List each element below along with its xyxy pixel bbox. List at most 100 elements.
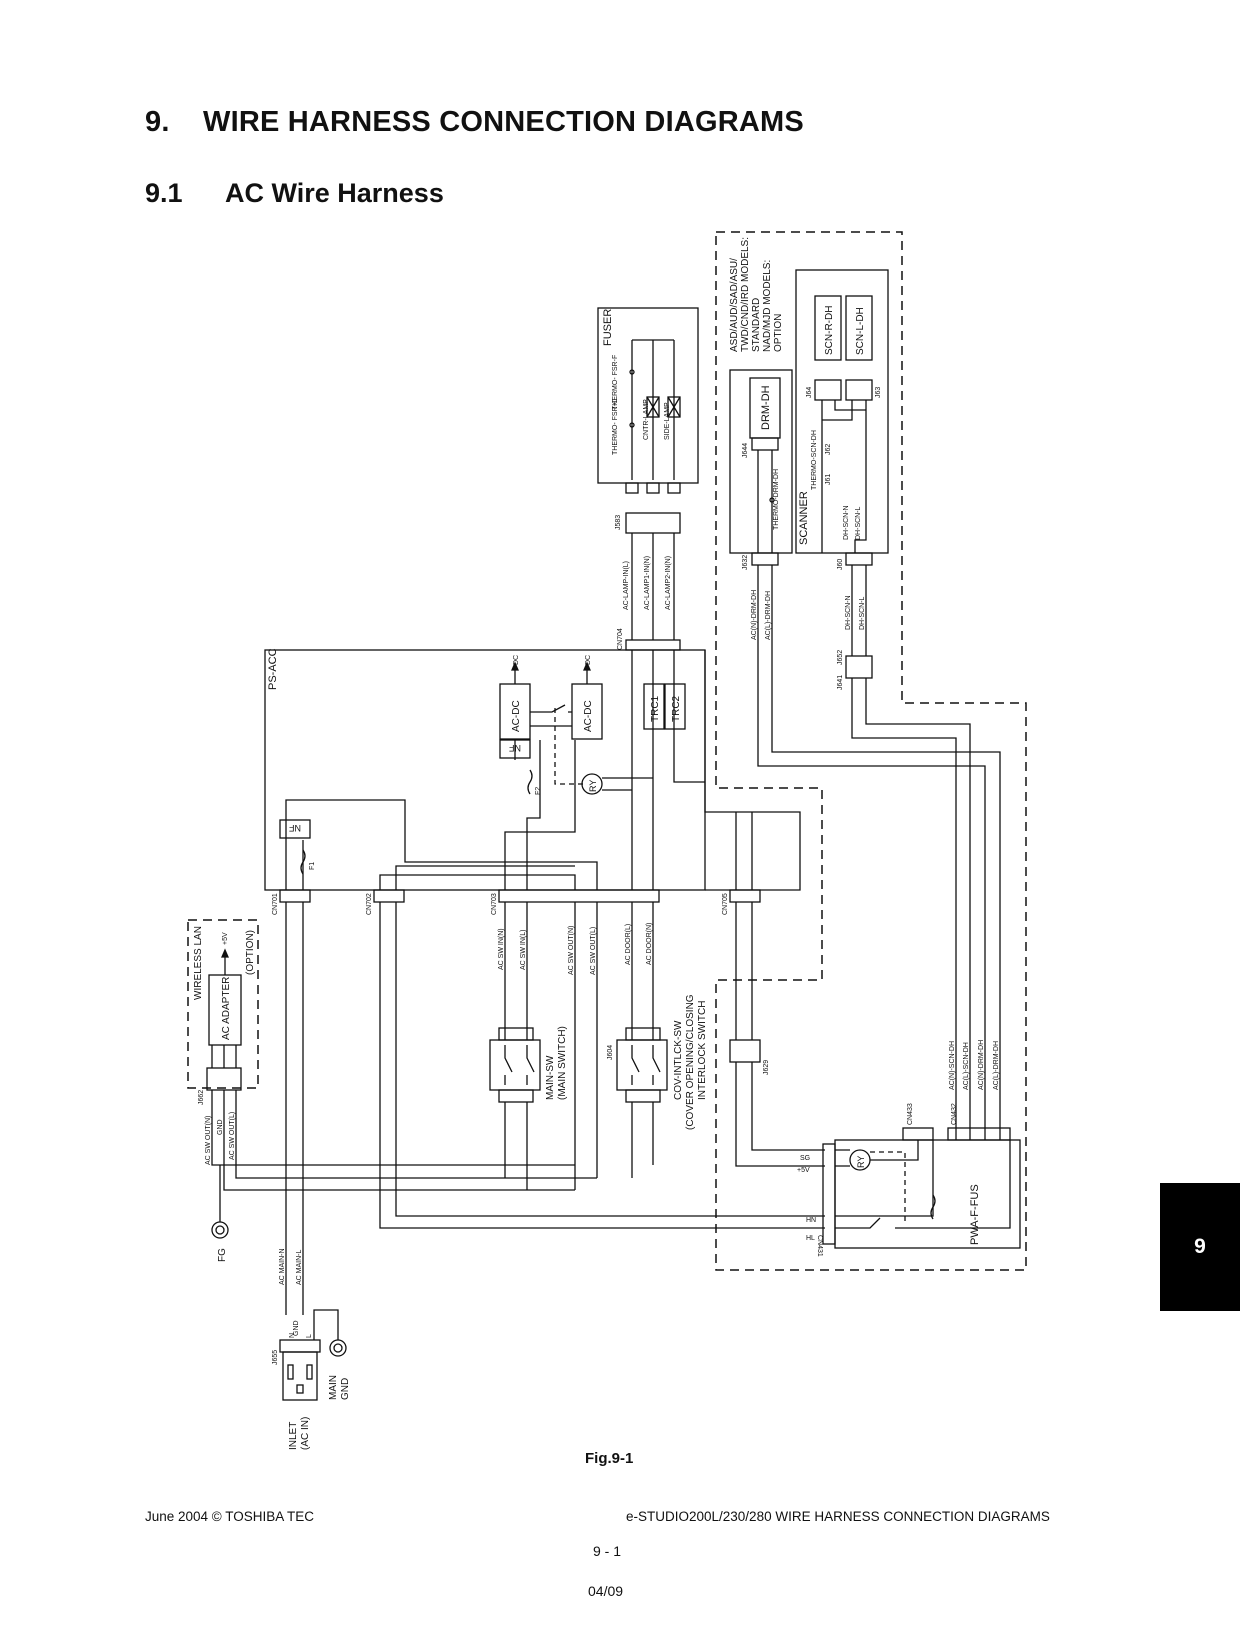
wlan-gnd-label: GND [217, 1119, 224, 1135]
relay-control-dash-fus [870, 1151, 906, 1225]
trc2-label: TRC2 [671, 695, 682, 722]
cov-sw-out-wires [631, 1102, 654, 1178]
j629-block: J629 [729, 1039, 825, 1167]
models-note: ASD/AUD/SAD/ASU/ TWD/CND/IRD MODELS: STA… [729, 237, 784, 352]
ac-l-scn-dh-label: AC(L)-SCN-DH [963, 1042, 970, 1090]
j583-housing [625, 512, 681, 534]
inlet-slot-1 [287, 1364, 294, 1380]
j641-label: J641 [837, 675, 844, 690]
cn432-connector [947, 1127, 1011, 1141]
ac-main-n-label: AC MAIN-N [279, 1248, 286, 1285]
j652-label: J652 [837, 650, 844, 665]
cn702-label: CN702 [366, 893, 373, 915]
pwa-internal-wiring [835, 1140, 1011, 1229]
main-gnd-label-1: MAIN [328, 1375, 339, 1400]
j632-label: J632 [742, 555, 749, 570]
ry-ps-label: RY [588, 780, 598, 792]
footer-document-title: e-STUDIO200L/230/280 WIRE HARNESS CONNEC… [626, 1509, 1050, 1524]
pwa-f-fus-label: PWA-F-FUS [969, 1184, 981, 1245]
thermo-fsr-c-label: THERMO- FSR-C [612, 399, 619, 455]
option-label: (OPTION) [245, 930, 256, 975]
scanner-frame [795, 269, 889, 554]
scanner-label: SCANNER [798, 491, 810, 545]
j662-connector [206, 1067, 242, 1091]
footer-copyright: June 2004 © TOSHIBA TEC [145, 1509, 315, 1524]
scn-l-dh-label: SCN-L-DH [855, 307, 866, 355]
cn431-connector [822, 1143, 836, 1245]
chapter-tab: 9 [1160, 1183, 1240, 1311]
j63-label: J63 [875, 387, 882, 398]
ac-n-drm-dh-top-label: AC(N)-DRM-DH [751, 590, 758, 640]
ac-n-scn-dh-label: AC(N)-SCN-DH [949, 1041, 956, 1090]
inlet-label-2: (AC IN) [300, 1417, 311, 1450]
j61-label: J61 [825, 474, 832, 485]
cn701-label: CN701 [272, 893, 279, 915]
drm-dh-wire-l [771, 565, 1001, 1140]
fg-terminal-inner [215, 1225, 225, 1235]
main-sw-body [489, 1039, 541, 1091]
scn-dh-wire-l [865, 678, 971, 1140]
j583-pin-a [625, 482, 639, 494]
ry-ps-wires [602, 777, 653, 791]
dashed-enclosures [187, 231, 1027, 1271]
cntr-lamp-symbol [646, 396, 660, 418]
cn705-connector [729, 889, 761, 903]
heater-feed-wires: AC(N)-DRM-DH AC(L)-DRM-DH DH-SCN-N DH-SC… [751, 565, 1001, 1140]
wireless-lan-enclosure [187, 919, 259, 1089]
ac-lamp2-in-n-label: AC-LAMP2-IN(N) [665, 556, 672, 610]
cover-switch-block: J604 COV-INTLCK-SW (COVER OPENING/CLOSIN… [607, 994, 708, 1178]
cn431-label: CN431 [816, 1235, 823, 1257]
j662-label: J662 [198, 1090, 205, 1105]
trc1 [643, 683, 665, 730]
thermo-drm-dh-label: THERMO-DRM-DH [773, 469, 780, 530]
j629-connector [729, 1039, 761, 1063]
cn704-label: CN704 [617, 628, 624, 650]
f1-label: F1 [309, 862, 316, 870]
pwa-plus5v-label: +5V [797, 1167, 810, 1174]
side-lamp-label: SIDE-LAMP [664, 402, 671, 440]
cov-sw-label-3: INTERLOCK SWITCH [697, 1001, 708, 1100]
cn433-label: CN433 [907, 1103, 914, 1125]
trc2 [664, 683, 686, 730]
j60-connector [845, 552, 873, 566]
j629-label: J629 [763, 1060, 770, 1075]
ac-sw-in-l-label: AC SW IN(L) [520, 930, 527, 970]
thermo-fsr-f-contact [629, 369, 635, 375]
j632-connector [751, 552, 779, 566]
subsection-number: 9.1 [145, 178, 183, 208]
cntr-lamp-cross [646, 396, 660, 418]
f2-label: F2 [535, 787, 542, 795]
j641-j652-connector [845, 655, 873, 679]
scn-r-dh-heater [814, 295, 842, 361]
models-line-1: ASD/AUD/SAD/ASU/ [729, 258, 740, 352]
j63-connector [845, 379, 873, 401]
fuser-lamp-wires: AC-LAMP-IN(L) AC-LAMP1-IN(N) AC-LAMP2-IN… [623, 533, 675, 640]
main-sw-bottom-connector [498, 1089, 534, 1103]
cn433-connector [902, 1127, 934, 1141]
inlet-l-label: L [306, 1334, 313, 1338]
inlet-n-label: N [289, 1333, 296, 1338]
fuser-label: FUSER [602, 309, 614, 346]
pwa-fuse [930, 1194, 936, 1220]
wireless-lan-label: WIRELESS LAN [193, 926, 204, 1000]
revision-date: 04/09 [588, 1583, 624, 1599]
plus5v-label: +5V [222, 932, 229, 945]
thermo-fsr-c-contact [629, 422, 635, 428]
models-line-3: STANDARD [751, 298, 762, 352]
figure-caption: Fig.9-1 [585, 1450, 634, 1467]
wlan-ac-sw-out-n-label: AC SW OUT(N) [205, 1116, 212, 1165]
cov-sw-label-1: COV-INTLCK-SW [673, 1020, 684, 1100]
main-gnd-label-2: GND [340, 1378, 351, 1400]
ac-sw-out-n-label: AC SW OUT(N) [568, 926, 575, 975]
scanner-block: SCANNER SCN-R-DH SCN-L-DH J64 J63 J62 J6… [795, 269, 889, 570]
plus5v-arrowhead [221, 948, 229, 958]
main-sw-contacts [504, 1045, 535, 1085]
nf-1 [279, 819, 311, 839]
ac-dc-1-label: AC-DC [511, 700, 522, 732]
fg-terminal-outer [211, 1221, 229, 1239]
cn703-label: CN703 [491, 893, 498, 915]
dh-scn-n-label: DH-SCN-N [845, 595, 852, 630]
ac-sw-in-n-label: AC SW IN(N) [498, 928, 505, 970]
ac-l-drm-dh-top-label: AC(L)-DRM-DH [765, 591, 772, 640]
fuser-internal-wiring [631, 339, 675, 480]
